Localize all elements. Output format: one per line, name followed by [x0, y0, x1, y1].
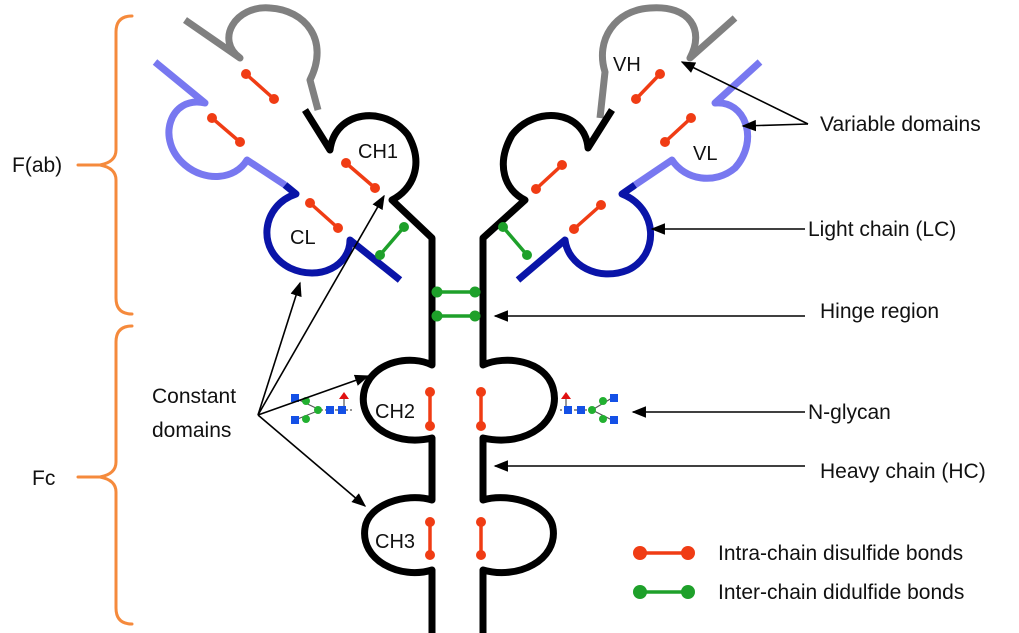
intra-bond-right-ch1 [531, 160, 567, 194]
legend-intra-label: Intra-chain disulfide bonds [718, 542, 963, 565]
n-glycan-left-icon [291, 392, 352, 424]
fc-label: Fc [32, 467, 55, 490]
inter-bond-left-lc-hc [375, 222, 409, 260]
left-cl-domain [263, 182, 403, 283]
intra-chain-bonds [207, 69, 696, 560]
intra-bond-left-ch3 [425, 517, 435, 560]
intra-bond-left-ch1 [341, 158, 380, 193]
left-vh-domain [183, 4, 322, 111]
intra-bond-left-vl [207, 113, 245, 147]
legend: Intra-chain disulfide bonds Inter-chain … [633, 542, 964, 604]
inter-bond-right-lc-hc [498, 222, 532, 260]
fab-bracket [76, 14, 134, 316]
right-vl-domain [633, 59, 763, 188]
intra-bond-left-ch2 [425, 387, 435, 431]
inter-bond-hinge-lower [431, 310, 481, 322]
intra-bond-right-ch2 [476, 387, 486, 431]
intra-bond-right-cl [569, 200, 606, 234]
right-heavy-chain [479, 108, 615, 633]
legend-intra-bond-icon [633, 546, 695, 560]
intra-bond-left-vh [241, 69, 279, 104]
cl-label: CL [290, 227, 316, 249]
intra-bond-left-cl [305, 198, 343, 233]
intra-bond-right-vl [660, 113, 696, 147]
intra-bond-right-vh [631, 69, 665, 104]
fab-label: F(ab) [12, 154, 62, 177]
left-heavy-chain [302, 108, 436, 633]
ch3-label: CH3 [375, 531, 415, 553]
vl-label: VL [693, 143, 717, 165]
heavy-chain-label: Heavy chain (HC) [820, 460, 986, 483]
annotation-arrows [257, 61, 809, 507]
constant-domains-label-line2: domains [152, 419, 231, 442]
right-cl-domain [515, 182, 654, 283]
vh-label: VH [613, 54, 641, 76]
constant-domains-label-line1: Constant [152, 385, 236, 408]
n-glycan-right-icon [560, 392, 618, 424]
intra-bond-right-ch3 [476, 517, 486, 560]
variable-domains-label: Variable domains [820, 113, 981, 136]
inter-chain-bonds [375, 222, 532, 322]
hinge-region-label: Hinge region [820, 300, 939, 323]
legend-inter-label: Inter-chain didulfide bonds [718, 581, 964, 604]
right-vh-domain [596, 4, 738, 119]
legend-inter-bond-icon [633, 585, 695, 599]
inter-bond-hinge-upper [431, 286, 481, 298]
n-glycan-label: N-glycan [808, 401, 891, 424]
left-vl-domain [152, 59, 287, 188]
fc-bracket [76, 324, 134, 626]
light-chain-label: Light chain (LC) [808, 218, 956, 241]
ch2-label: CH2 [375, 401, 415, 423]
ch1-label: CH1 [358, 141, 398, 163]
